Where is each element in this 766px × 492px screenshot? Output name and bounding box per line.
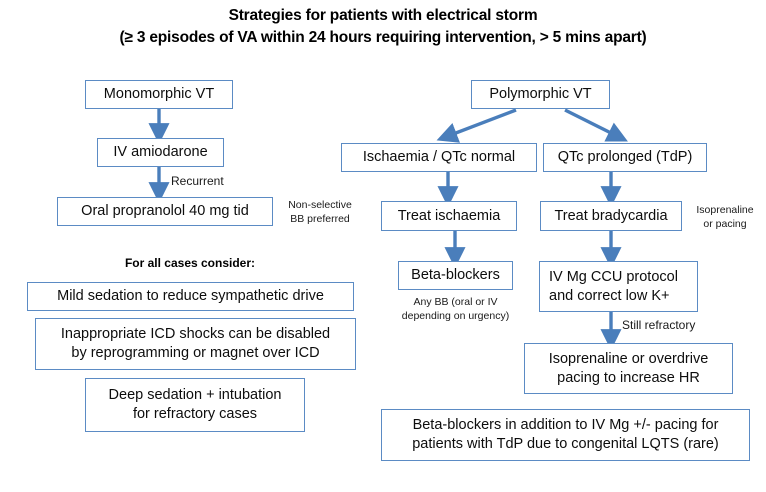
node-treat-ischaemia-label: Treat ischaemia — [397, 207, 501, 224]
node-iv-mg-ccu[interactable]: IV Mg CCU protocol and correct low K+ — [539, 261, 698, 312]
node-qtc-prolonged-label: QTc prolonged (TdP) — [557, 149, 693, 165]
node-mild-sedation-label: Mild sedation to reduce sympathetic driv… — [57, 288, 324, 304]
node-ischaemia-qtc-normal[interactable]: Ischaemia / QTc normal — [341, 143, 537, 172]
note-non-selective-bb: Non-selective BB preferred — [288, 199, 352, 225]
node-oral-propranolol[interactable]: Oral propranolol 40 mg tid — [57, 197, 273, 226]
note-any-bb: Any BB (oral or IV depending on urgency) — [401, 296, 510, 322]
node-icd-shocks[interactable]: Inappropriate ICD shocks can be disabled… — [35, 318, 356, 370]
note-isoprenaline-or-pacing: Isoprenaline or pacing — [696, 204, 754, 230]
node-treat-bradycardia-label: Treat bradycardia — [554, 207, 668, 224]
node-beta-blockers-tdp-label: Beta-blockers in addition to IV Mg +/- p… — [412, 417, 719, 452]
node-beta-blockers[interactable]: Beta-blockers — [398, 261, 513, 290]
caption-for-all-cases: For all cases consider: — [124, 256, 256, 270]
node-beta-blockers-label: Beta-blockers — [411, 267, 500, 283]
page-title: Strategies for patients with electrical … — [0, 5, 766, 49]
title-line-2: (≥ 3 episodes of VA within 24 hours requ… — [119, 29, 647, 46]
node-qtc-prolonged[interactable]: QTc prolonged (TdP) — [543, 143, 707, 172]
node-beta-blockers-tdp[interactable]: Beta-blockers in addition to IV Mg +/- p… — [381, 409, 750, 461]
arrow-polymorphic-to-ischaemia — [436, 108, 517, 143]
node-monomorphic-vt-label: Monomorphic VT — [103, 86, 215, 102]
node-treat-ischaemia[interactable]: Treat ischaemia — [381, 201, 517, 231]
node-monomorphic-vt[interactable]: Monomorphic VT — [85, 80, 233, 109]
node-polymorphic-vt[interactable]: Polymorphic VT — [471, 80, 610, 109]
arrow-polymorphic-to-qtc — [564, 108, 628, 142]
node-iv-amiodarone-label: IV amiodarone — [113, 144, 208, 160]
node-deep-sedation-label: Deep sedation + intubation for refractor… — [108, 387, 282, 422]
node-oral-propranolol-label: Oral propranolol 40 mg tid — [81, 203, 249, 219]
node-icd-shocks-label: Inappropriate ICD shocks can be disabled… — [60, 326, 331, 361]
node-deep-sedation[interactable]: Deep sedation + intubation for refractor… — [85, 378, 305, 432]
node-iv-mg-ccu-label: IV Mg CCU protocol and correct low K+ — [549, 268, 678, 304]
node-isoprenaline-overdrive[interactable]: Isoprenaline or overdrive pacing to incr… — [524, 343, 733, 394]
node-treat-bradycardia[interactable]: Treat bradycardia — [540, 201, 682, 231]
edge-label-recurrent: Recurrent — [171, 174, 224, 188]
node-polymorphic-vt-label: Polymorphic VT — [489, 86, 592, 102]
node-mild-sedation[interactable]: Mild sedation to reduce sympathetic driv… — [27, 282, 354, 311]
node-iv-amiodarone[interactable]: IV amiodarone — [97, 138, 224, 167]
node-ischaemia-qtc-normal-label: Ischaemia / QTc normal — [362, 149, 516, 165]
edge-label-still-refractory: Still refractory — [622, 318, 696, 332]
node-isoprenaline-overdrive-label: Isoprenaline or overdrive pacing to incr… — [548, 350, 709, 386]
title-line-1: Strategies for patients with electrical … — [228, 7, 538, 24]
